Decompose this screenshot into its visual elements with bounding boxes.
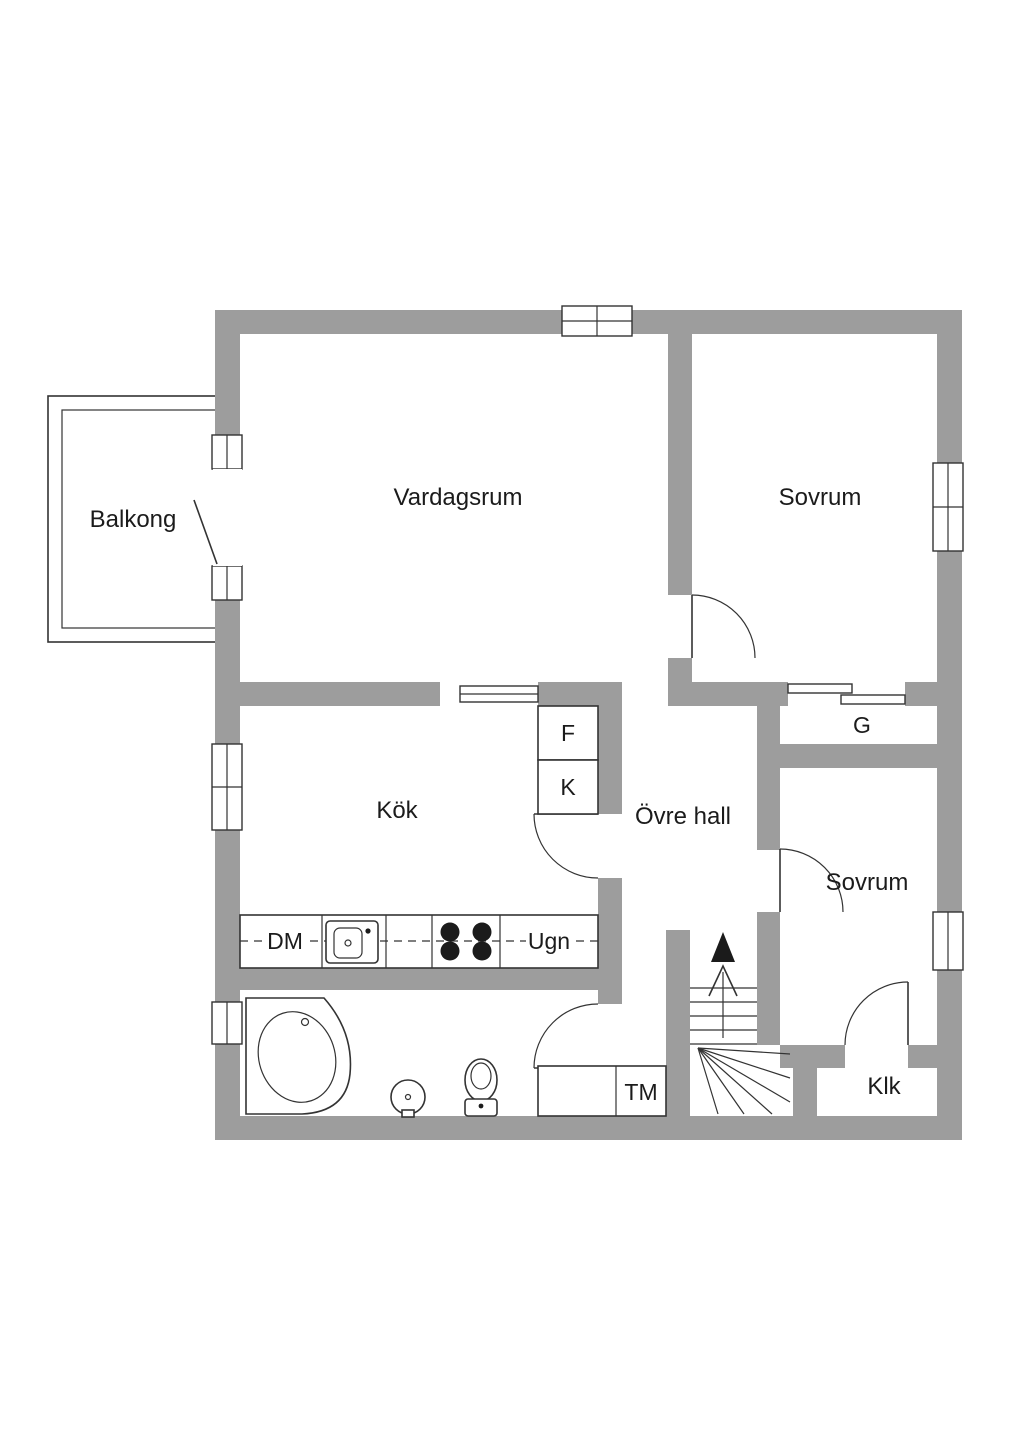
wall-kitchen-hall	[598, 878, 622, 1004]
window-icon	[211, 434, 243, 470]
stove-icon	[440, 922, 492, 961]
walls	[215, 310, 962, 1140]
window-icon	[211, 743, 243, 831]
oven-label: Ugn	[528, 928, 570, 954]
sink-icon	[325, 920, 379, 964]
wall-hall-bedroom-upper	[757, 706, 780, 850]
bedroom-top-label: Sovrum	[779, 484, 862, 511]
balcony-label: Balkong	[90, 506, 177, 533]
wall-wardrobe-top-right	[905, 682, 937, 706]
wall-closet-top-left	[780, 1045, 845, 1068]
wall-fk-closet-right	[598, 682, 622, 814]
sliding-door-icon	[787, 682, 906, 706]
fixture-labels: F K DM Ugn TM	[267, 720, 658, 1105]
window-icon	[211, 1001, 243, 1045]
room-labels: Balkong Vardagsrum Sovrum Kök Övre hall …	[90, 484, 909, 1100]
wall-outer-bottom	[215, 1116, 962, 1140]
window-icon	[211, 565, 243, 601]
laundry-box	[537, 1065, 667, 1117]
window-icon	[932, 911, 964, 971]
wall-kitchen-bathroom	[240, 968, 598, 990]
fridge-freezer-closet	[537, 705, 599, 815]
kitchen-counter	[239, 914, 599, 969]
bedroom-right-label: Sovrum	[826, 869, 909, 896]
wall-livingroom-bedroom	[668, 334, 692, 595]
staircase	[690, 932, 791, 1115]
serving-hatch	[440, 682, 539, 706]
door-leaf	[193, 499, 218, 565]
door-arc	[533, 1003, 599, 1069]
door-arc	[691, 594, 756, 659]
door-arc	[533, 813, 599, 879]
wall-wardrobe-bottom	[757, 744, 937, 768]
door-arc	[779, 848, 844, 913]
wall-outer-right	[937, 310, 962, 1140]
window-icon	[932, 462, 964, 552]
living-room-label: Vardagsrum	[394, 484, 523, 511]
freezer-icon	[537, 759, 599, 815]
bathtub-icon	[245, 997, 352, 1115]
doors	[533, 594, 909, 1069]
windows	[211, 305, 964, 1045]
bathroom	[245, 997, 498, 1118]
door-arc	[844, 981, 909, 1046]
kitchen-label: Kök	[376, 797, 418, 824]
freezer-label: K	[560, 774, 576, 800]
dishwasher-label: DM	[267, 928, 303, 954]
washbasin-icon	[390, 1079, 426, 1118]
washing-machine-label: TM	[624, 1079, 657, 1105]
fridge-icon	[537, 705, 599, 761]
fridge-label: F	[561, 720, 575, 746]
wardrobe-label: G	[853, 712, 871, 738]
wall-kitchen-top-left	[240, 682, 440, 706]
wall-closet-top-right	[908, 1045, 937, 1068]
stairs-up-arrow-icon	[708, 932, 738, 1038]
wall-hall-bedroom-lower	[757, 912, 780, 1045]
toilet-icon	[464, 1058, 498, 1117]
wall-hall-top	[668, 682, 788, 706]
window-icon	[561, 305, 633, 337]
wall-stairs-left	[666, 930, 690, 1116]
upper-hall-label: Övre hall	[635, 803, 731, 830]
closet-label: Klk	[867, 1073, 901, 1100]
balcony-door	[193, 469, 242, 566]
